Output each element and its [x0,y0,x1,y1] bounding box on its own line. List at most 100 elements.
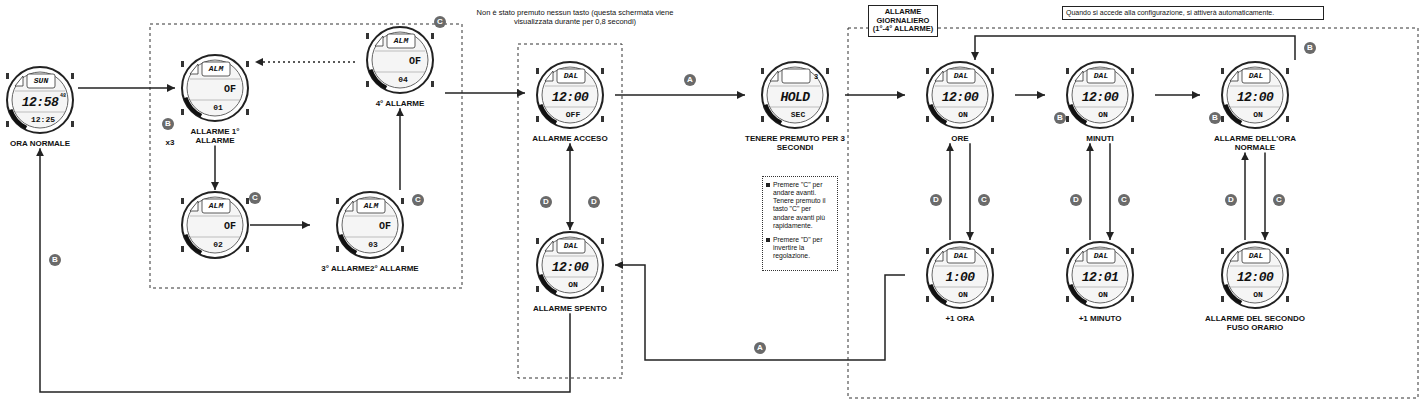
watch-display: DAL 12:01ON [1065,240,1135,310]
lcd-text: 04 [398,76,408,84]
button-callout: B [1304,42,1316,54]
lcd-text: OF [224,85,236,95]
lcd-text: OF [409,57,421,67]
button-callout: B [49,254,61,266]
lcd-text: 12:00 [1082,91,1119,104]
watch-display: SUN 12:5848 12:25 [5,65,75,135]
watch-display: DAL1:00ON [925,240,995,310]
lcd-text: 1:00 [945,271,974,284]
lcd-text: ALM [364,202,378,210]
screen-caption: 4° ALLARME [355,99,445,108]
lcd-text: DAL [954,72,968,80]
watch-screen: ALMOF02 [180,190,250,260]
flow-arrow [255,61,355,63]
watch-display: DAL 12:00OFF [535,60,605,130]
lcd-text: DAL [564,72,578,80]
flow-arrow [975,36,1295,60]
flow-arrow [969,143,971,240]
watch-display: ALMOF02 [180,190,250,260]
watch-screen: DAL1:00ON +1 ORA [905,240,1015,323]
lcd-text: 12:00 [552,261,589,274]
lcd-text: HOLD [780,91,809,104]
watch-screen: DAL12:00OFFALLARME ACCESO [525,60,615,143]
lcd-text: OFF [566,111,580,119]
alarm-group-frame [150,24,462,288]
watch-display: ALMOF03 [335,190,405,260]
instruction-text: Premere "D" per invertire la regolazione… [773,236,822,259]
box-text: Quando si accede alla configurazione, si… [1066,9,1320,17]
watch-screen: DAL12:00ONORE [905,60,1015,143]
screen-caption: +1 MINUTO [1045,314,1155,323]
lcd-text: ON [1098,291,1108,299]
lcd-text: ON [1253,111,1263,119]
flow-arrow [949,143,951,240]
button-callout: D [540,196,552,208]
lcd-text: ON [1253,291,1263,299]
lcd-text: 12:00 [942,91,979,104]
flow-arrow [214,145,216,190]
lcd-text: ALM [209,65,223,73]
flow-arrow [40,148,570,392]
button-callout: D [930,194,942,206]
lcd-text: DAL [1094,252,1108,260]
lcd-text: DAL [1249,72,1263,80]
watch-screen: SUN 12:5848 12:25ORA NORMALE [2,65,78,148]
lcd-text: 12:25 [31,116,55,124]
button-callout: D [1225,194,1237,206]
button-callout: A [754,342,766,354]
flow-arrow [569,143,571,230]
watch-display: ALM OF 01 [180,53,250,123]
flow-arrow [1264,152,1266,240]
note-box: Quando si accede alla configurazione, si… [1062,6,1324,20]
flow-arrow [1155,94,1200,96]
lcd-text: ON [568,281,578,289]
button-callout: B [1054,112,1066,124]
lcd-text: 12:00 [552,91,589,104]
flow-arrow [615,265,905,360]
lcd-text: ALM [394,37,408,45]
watch-screen: DAL12:00ONALLARME SPENTO [525,230,615,313]
flow-arrow [250,224,310,226]
lcd-text: 12:00 [1237,91,1274,104]
button-callout: B [162,118,174,130]
screen-caption: 3° ALLARME2° ALLARME [310,264,430,273]
lcd-text: SEC [791,111,805,119]
watch-screen: DAL 12:00ON ALLARME DELL'ORA NORMALE [1200,60,1310,152]
flow-arrow [615,94,745,96]
watch-screen: ALM OF 04 4° ALLARME [355,25,445,108]
button-callout: C [1273,194,1285,206]
flow-arrow [78,87,175,89]
lcd-text: 48 [60,94,66,99]
watch-face [180,53,250,123]
lcd-text: 01 [213,104,223,112]
button-callout: C [249,192,261,204]
watch-display: DAL12:00ON [1065,60,1135,130]
instruction-text: Premere "C" per andare avanti. Tenere pr… [773,181,826,229]
screen-caption: ALLARME DEL SECONDO FUSO ORARIO [1200,314,1310,332]
button-callout: A [684,74,696,86]
watch-display: 3HOLDSEC [760,60,830,130]
button-callout: B [1209,112,1221,124]
screen-caption: ORA NORMALE [2,139,78,148]
screen-caption: +1 ORA [905,314,1015,323]
watch-display: DAL12:00ON [1220,240,1290,310]
lcd-text: 02 [213,241,223,249]
lcd-text: 12:58 [22,96,59,109]
screen-caption: ALLARME DELL'ORA NORMALE [1200,134,1310,152]
lcd-text: SUN [34,77,48,85]
lcd-text: 12:01 [1082,271,1119,284]
flow-arrow [1244,152,1246,240]
watch-screen: DAL 12:01ON +1 MINUTO [1045,240,1155,323]
lcd-text: OF [379,222,391,232]
lcd-text: DAL [1094,72,1108,80]
title-box: ALLARME GIORNALIERO (1°-4° ALLARME) [868,5,938,37]
screen-caption: MINUTI [1045,134,1155,143]
flow-arrow [445,92,525,94]
button-callout: C [978,194,990,206]
lcd-text: ON [958,111,968,119]
flow-arrow [399,108,401,190]
box-text: ALLARME GIORNALIERO (1°-4° ALLARME) [872,8,934,34]
watch-display: DAL 12:00ON [1220,60,1290,130]
flow-arrow [1089,143,1091,240]
watch-screen: 3HOLDSECTENERE PREMUTO PER 3 SECONDI [745,60,845,152]
